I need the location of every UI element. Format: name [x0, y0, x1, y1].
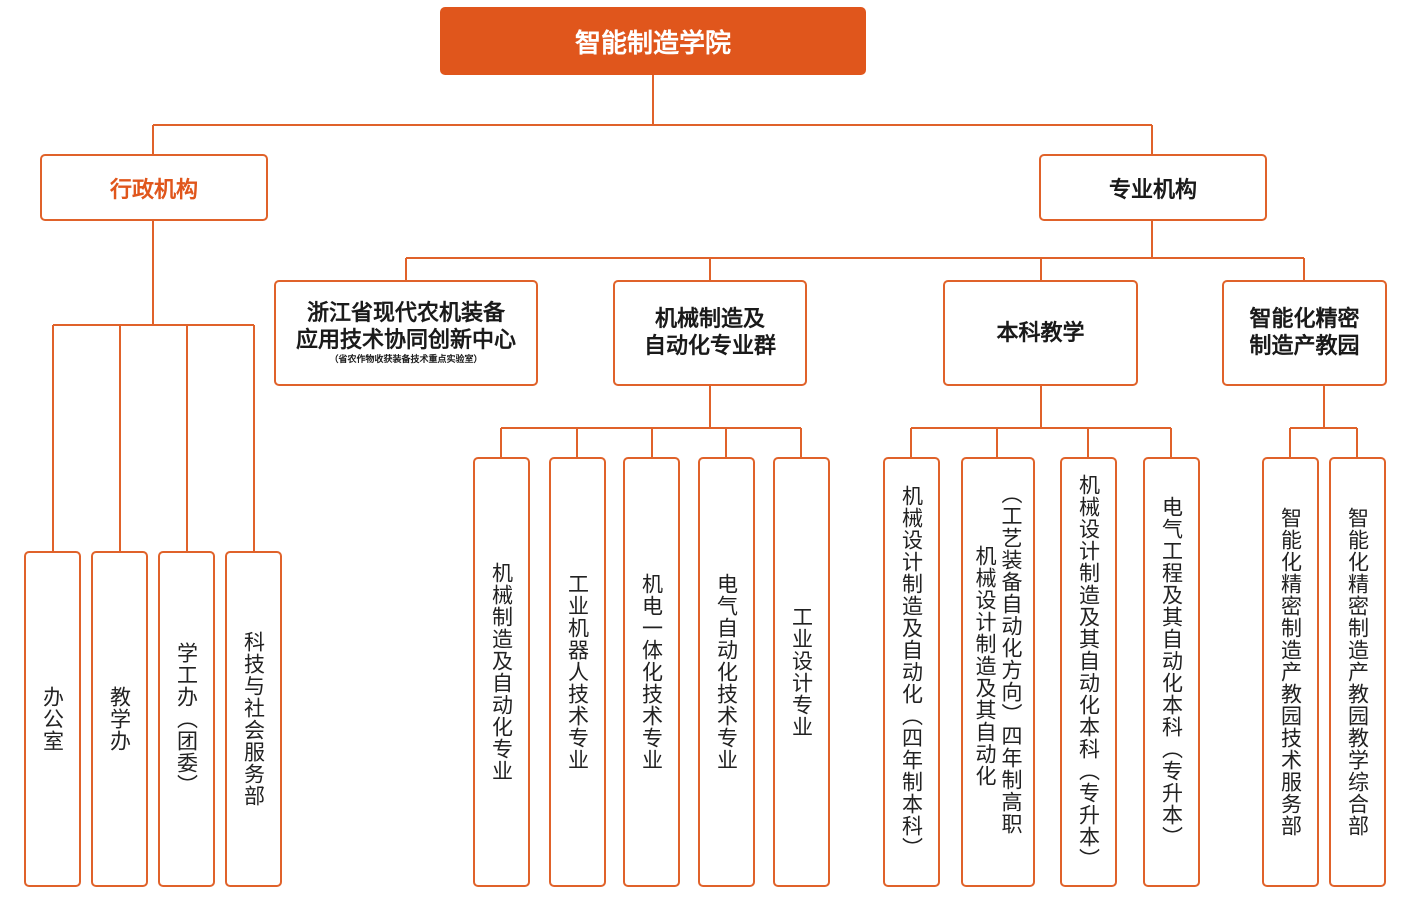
admin-item-office: 办公室 — [24, 551, 81, 887]
admin-item-label: 学工办（团委） — [174, 642, 199, 796]
admin-label: 行政机构 — [109, 177, 198, 203]
mech-item: 机电一体化技术专业 — [623, 457, 680, 887]
mech-item: 机械制造及自动化专业 — [473, 457, 530, 887]
bachelor-box: 本科教学 — [943, 280, 1138, 386]
prof-box: 专业机构 — [1039, 154, 1267, 221]
bachelor-item: 机械设计制造及其自动化本科（专升本） — [1060, 457, 1117, 887]
park-item-label: 智能化精密制造产教园技术服务部 — [1278, 507, 1303, 837]
mech-item: 工业设计专业 — [773, 457, 830, 887]
center-line1: 浙江省现代农机装备 — [306, 301, 505, 326]
mech-item-label: 机械制造及自动化专业 — [489, 562, 514, 782]
mech-line1: 机械制造及 — [654, 307, 765, 332]
admin-item-label: 科技与社会服务部 — [241, 631, 266, 807]
bachelor-item: （工艺装备自动化方向）四年制高职 机械设计制造及其自动化 — [961, 457, 1035, 887]
bachelor-label: 本科教学 — [996, 320, 1085, 346]
admin-item-label: 教学办 — [107, 686, 132, 752]
mech-line2: 自动化专业群 — [643, 334, 776, 359]
mech-item: 电气自动化技术专业 — [698, 457, 755, 887]
park-line1: 智能化精密 — [1249, 307, 1360, 332]
park-item: 智能化精密制造产教园技术服务部 — [1262, 457, 1319, 887]
root-box: 智能制造学院 — [440, 7, 866, 75]
root-label: 智能制造学院 — [574, 28, 731, 59]
mech-item-label: 工业机器人技术专业 — [565, 573, 590, 771]
mech-item: 工业机器人技术专业 — [549, 457, 606, 887]
mech-item-label: 机电一体化技术专业 — [639, 573, 664, 771]
bachelor-item-label-col1: （工艺装备自动化方向）四年制高职 — [999, 483, 1023, 835]
bachelor-item-label: 机械设计制造及其自动化本科（专升本） — [1076, 474, 1101, 870]
mech-item-label: 工业设计专业 — [789, 606, 814, 738]
bachelor-item: 电气工程及其自动化本科（专升本） — [1143, 457, 1200, 887]
admin-item-label: 办公室 — [40, 686, 65, 752]
park-item-label: 智能化精密制造产教园教学综合部 — [1345, 507, 1370, 837]
center-note: （省农作物收获装备技术重点实验室） — [329, 355, 483, 365]
admin-item-tech-service: 科技与社会服务部 — [225, 551, 282, 887]
park-box: 智能化精密 制造产教园 — [1222, 280, 1387, 386]
park-item: 智能化精密制造产教园教学综合部 — [1329, 457, 1386, 887]
center-line2: 应用技术协同创新中心 — [295, 328, 516, 353]
center-box: 浙江省现代农机装备 应用技术协同创新中心 （省农作物收获装备技术重点实验室） — [274, 280, 538, 386]
bachelor-item-label: 机械设计制造及自动化（四年制本科） — [899, 485, 924, 859]
mech-item-label: 电气自动化技术专业 — [714, 573, 739, 771]
admin-item-teaching: 教学办 — [91, 551, 148, 887]
park-line2: 制造产教园 — [1249, 334, 1360, 359]
admin-item-student: 学工办（团委） — [158, 551, 215, 887]
bachelor-item-label-col2: 机械设计制造及其自动化 — [973, 545, 997, 787]
prof-label: 专业机构 — [1108, 177, 1197, 203]
bachelor-item: 机械设计制造及自动化（四年制本科） — [883, 457, 940, 887]
bachelor-item-label: 电气工程及其自动化本科（专升本） — [1159, 496, 1184, 848]
admin-box: 行政机构 — [40, 154, 268, 221]
mech-box: 机械制造及 自动化专业群 — [613, 280, 807, 386]
